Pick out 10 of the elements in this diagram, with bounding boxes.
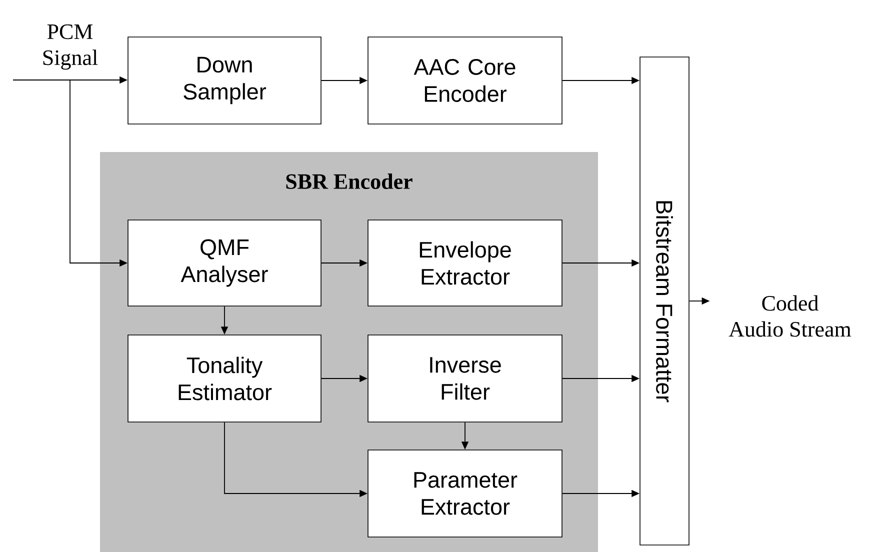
process-box: Tonality Estimator	[128, 334, 322, 422]
process-box: Envelope Extractor	[368, 220, 562, 306]
process-box: Down Sampler	[128, 36, 322, 124]
process-box: Parameter Extractor	[368, 450, 562, 538]
output-label: Coded Audio Stream	[728, 295, 852, 337]
process-box: AAC Core Encoder	[368, 36, 562, 124]
process-box: Inverse Filter	[368, 334, 562, 422]
formatter-box: Bitstream Formatter	[640, 56, 690, 546]
edge-label: PCM Signal	[38, 23, 102, 71]
process-box: QMF Analyser	[128, 220, 322, 306]
